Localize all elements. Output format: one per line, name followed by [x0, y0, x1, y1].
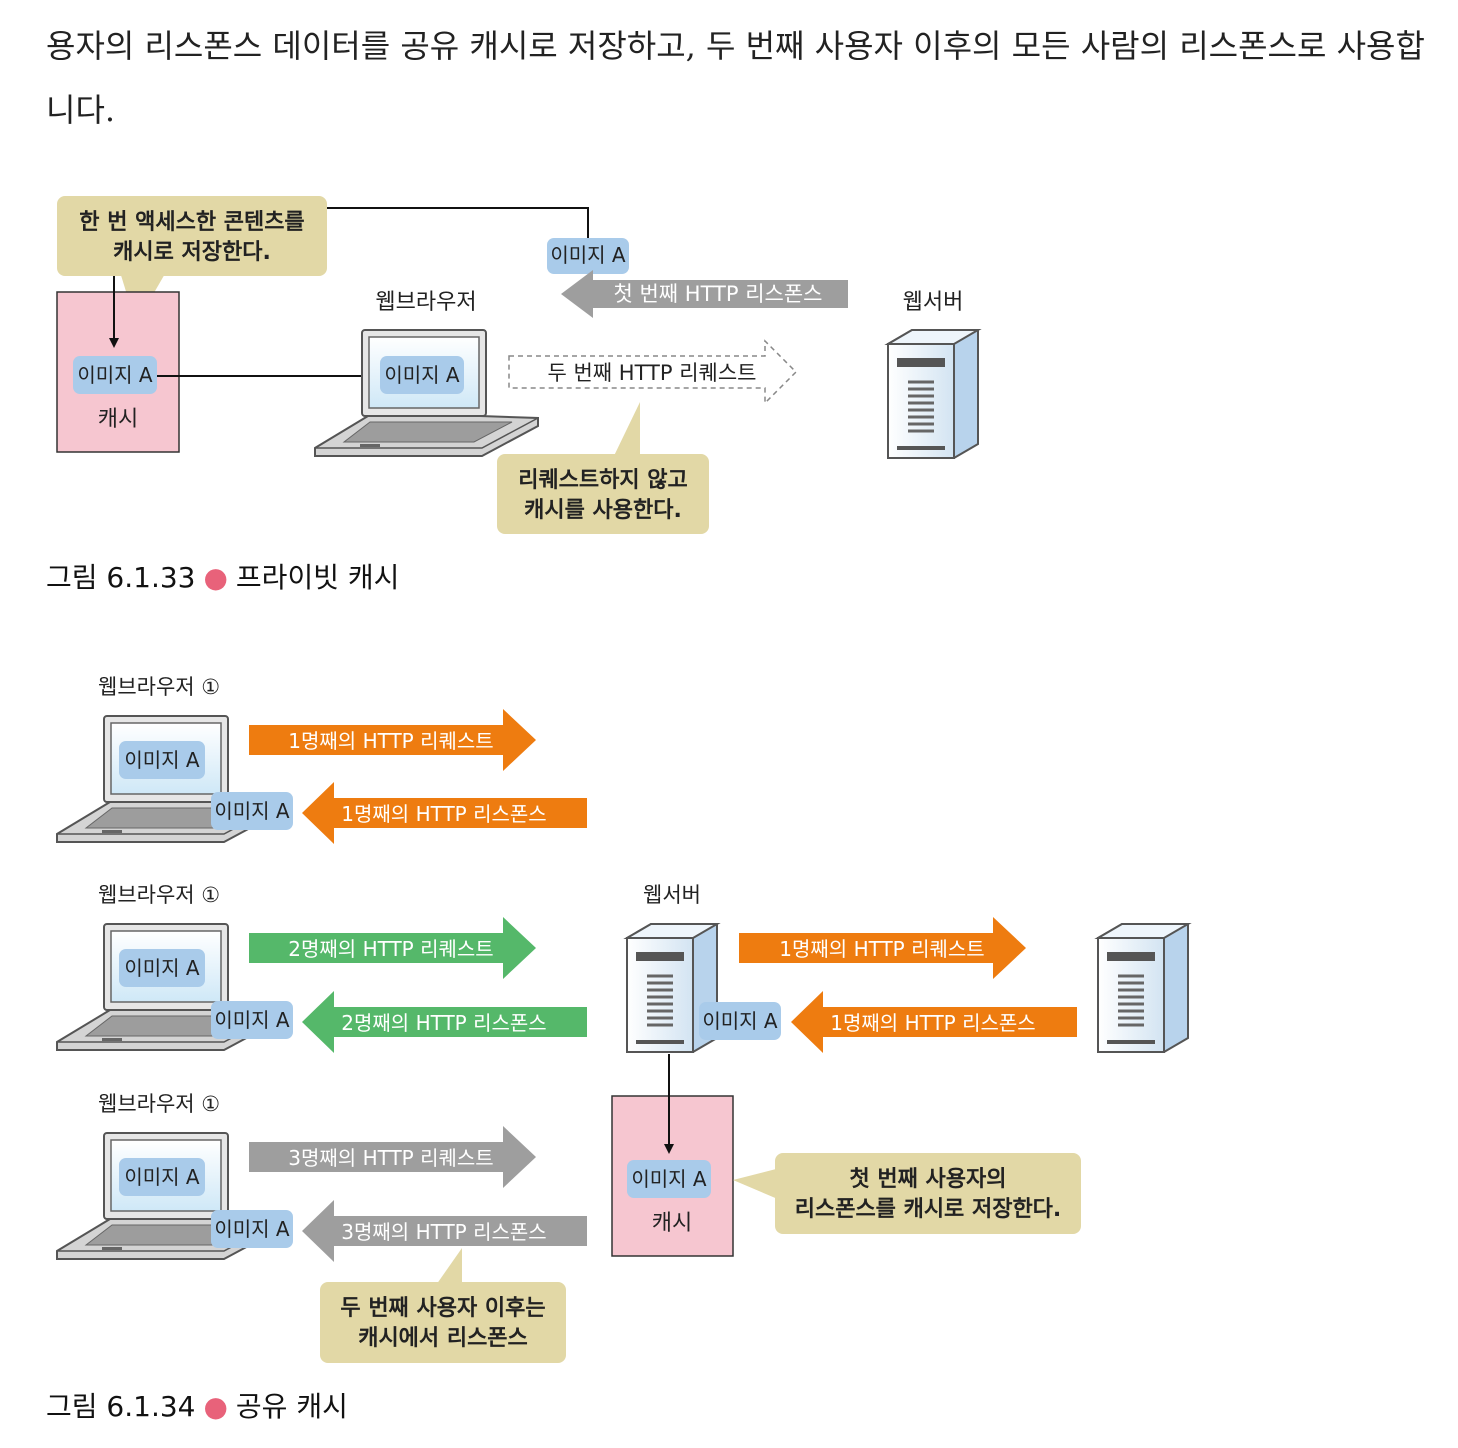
cache-image-label: 이미지 A: [631, 1167, 707, 1191]
browser-row-2: 웹브라우저 ① 이미지 A 2명째의 HTTP 리퀘스트 2명째의 HTTP 리…: [56, 883, 587, 1053]
callout-bottom: 리퀘스트하지 않고 캐시를 사용한다.: [497, 402, 709, 534]
image-chip: [627, 1160, 711, 1198]
request-label: 1명째의 HTTP 리퀘스트: [288, 729, 493, 753]
callout-bottom-line2: 캐시를 사용한다.: [524, 498, 682, 523]
browser-row-1: 웹브라우저 ① 이미지 A 1명째의 HTTP 리퀘스트 1명째의 HTTP 리…: [56, 675, 587, 844]
image-chip: [119, 1158, 205, 1196]
browser-label: 웹브라우저 ①: [98, 675, 220, 699]
browser-label: 웹브라우저 ①: [98, 1092, 220, 1116]
browser-row-3: 웹브라우저 ① 이미지 A 3명째의 HTTP 리퀘스트 3명째의 HTTP 리…: [56, 1092, 587, 1262]
response-image-label: 이미지 A: [550, 243, 626, 267]
server-label: 웹서버: [903, 290, 964, 315]
response-arrow: [302, 991, 587, 1053]
callout-bottom-line1: 두 번째 사용자 이후는: [340, 1296, 545, 1321]
proxy-server-label: 웹서버: [643, 883, 701, 907]
image-chip: [211, 1001, 293, 1039]
browser-label: 웹브라우저 ①: [98, 883, 220, 907]
second-request-arrow: 두 번째 HTTP 리퀘스트: [508, 339, 798, 405]
callout-top-line2: 캐시로 저장한다.: [113, 240, 271, 265]
shared-cache-diagram: 웹브라우저 ① 이미지 A 1명째의 HTTP 리퀘스트 1명째의 HTTP 리…: [56, 675, 1190, 1363]
image-chip: [380, 356, 464, 394]
image-label: 이미지 A: [214, 799, 290, 823]
request-label: 2명째의 HTTP 리퀘스트: [288, 937, 493, 961]
figure-caption-1: 그림 6.1.33●프라이빗 캐시: [46, 556, 399, 596]
request-arrow: [249, 917, 536, 979]
request-label: 3명째의 HTTP 리퀘스트: [288, 1146, 493, 1170]
image-label: 이미지 A: [124, 748, 200, 772]
callout-bottom: 두 번째 사용자 이후는 캐시에서 리스폰스: [320, 1248, 566, 1363]
image-label: 이미지 A: [124, 1165, 200, 1189]
caption-dot-icon: ●: [203, 1390, 228, 1423]
server-icon: [1096, 922, 1190, 1054]
shared-cache-box: 이미지 A 캐시: [611, 1054, 734, 1257]
callout-bottom-line1: 리퀘스트하지 않고: [518, 468, 688, 493]
private-cache-diagram: 한 번 액세스한 콘텐츠를 캐시로 저장한다. 이미지 A 캐시 웹브라우저 이…: [56, 196, 980, 534]
image-chip: [211, 792, 293, 830]
request-arrow: [249, 709, 536, 771]
image-chip: [547, 238, 629, 274]
browser-image-label: 이미지 A: [384, 363, 460, 387]
connector-line: [326, 207, 589, 238]
origin-response-arrow: [791, 991, 1077, 1053]
caption-number: 그림 6.1.33: [46, 561, 196, 594]
caption-title: 공유 캐시: [235, 1390, 348, 1423]
origin-image-label: 이미지 A: [702, 1009, 778, 1033]
image-chip: [211, 1210, 293, 1248]
image-chip: [119, 741, 205, 779]
image-chip: [699, 1002, 781, 1040]
response-label: 3명째의 HTTP 리스폰스: [341, 1220, 546, 1244]
server-icon: [886, 328, 980, 460]
cache-label: 캐시: [652, 1211, 692, 1236]
request-arrow: [249, 1126, 536, 1188]
callout-top: 한 번 액세스한 콘텐츠를 캐시로 저장한다.: [57, 196, 327, 324]
cache-image-label: 이미지 A: [77, 363, 153, 387]
second-request-label: 두 번째 HTTP 리퀘스트: [547, 361, 756, 385]
image-chip: [73, 356, 157, 394]
caption-dot-icon: ●: [203, 561, 228, 594]
response-arrow: [302, 1200, 587, 1262]
cache-box: 이미지 A 캐시: [56, 276, 180, 453]
caption-number: 그림 6.1.34: [46, 1390, 196, 1423]
first-response-arrow: 첫 번째 HTTP 리스폰스: [561, 270, 848, 318]
image-label: 이미지 A: [214, 1008, 290, 1032]
callout-bottom-line2: 캐시에서 리스폰스: [358, 1326, 528, 1351]
image-label: 이미지 A: [214, 1217, 290, 1241]
caption-title: 프라이빗 캐시: [235, 561, 400, 594]
callout-cache: 첫 번째 사용자의 리스폰스를 캐시로 저장한다.: [733, 1153, 1081, 1234]
origin-response-label: 1명째의 HTTP 리스폰스: [830, 1011, 1035, 1035]
image-chip: [119, 949, 205, 987]
response-arrow: [302, 782, 587, 844]
first-response-label: 첫 번째 HTTP 리스폰스: [613, 282, 822, 306]
origin-request-label: 1명째의 HTTP 리퀘스트: [779, 937, 984, 961]
response-label: 2명째의 HTTP 리스폰스: [341, 1011, 546, 1035]
callout-top-line1: 한 번 액세스한 콘텐츠를: [79, 210, 304, 235]
intro-paragraph: 용자의 리스폰스 데이터를 공유 캐시로 저장하고, 두 번째 사용자 이후의 …: [46, 27, 1425, 129]
origin-request-arrow: [739, 917, 1026, 979]
cache-label: 캐시: [98, 407, 138, 432]
image-label: 이미지 A: [124, 956, 200, 980]
browser-label: 웹브라우저: [375, 290, 476, 315]
figure-caption-2: 그림 6.1.34●공유 캐시: [46, 1385, 348, 1425]
response-label: 1명째의 HTTP 리스폰스: [341, 802, 546, 826]
callout-cache-line2: 리스폰스를 캐시로 저장한다.: [795, 1197, 1062, 1222]
callout-cache-line1: 첫 번째 사용자의: [850, 1167, 1007, 1192]
